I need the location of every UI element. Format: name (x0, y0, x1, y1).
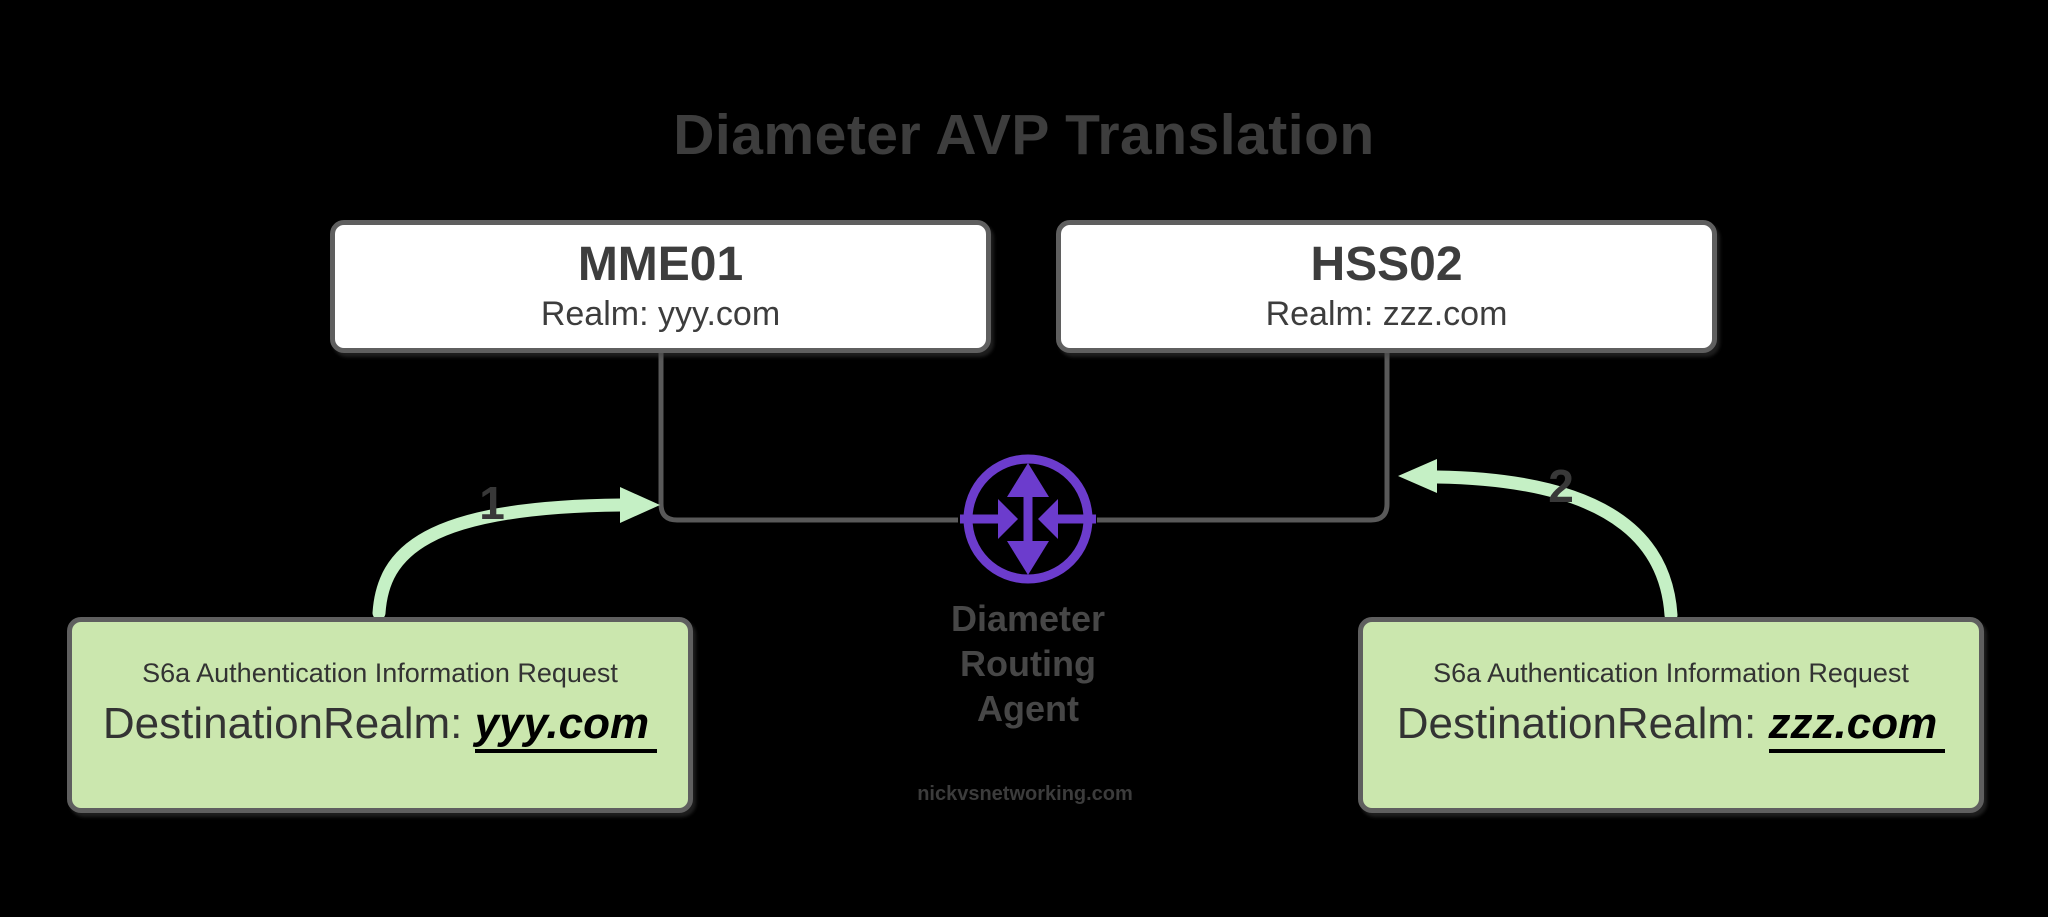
diagram-title: Diameter AVP Translation (673, 103, 1375, 167)
message-right-avp: DestinationRealm: zzz.com (1396, 698, 1946, 753)
node-hss02: HSS02 Realm: zzz.com (1056, 220, 1717, 353)
dra-label: Diameter Routing Agent (951, 596, 1105, 731)
message-right-title: S6a Authentication Information Request (1433, 658, 1909, 689)
flow-arrow-1-curve (372, 498, 628, 620)
node-hss02-name: HSS02 (1310, 238, 1463, 292)
node-hss02-realm: Realm: zzz.com (1265, 295, 1508, 334)
message-left-avp-value: yyy.com (474, 698, 658, 753)
message-right-avp-value: zzz.com (1768, 698, 1946, 753)
message-box-left: S6a Authentication Information Request D… (67, 617, 693, 813)
message-box-right: S6a Authentication Information Request D… (1358, 617, 1984, 813)
flow-arrow-2 (1398, 459, 1678, 622)
node-mme01: MME01 Realm: yyy.com (330, 220, 991, 353)
diameter-router-icon (960, 454, 1096, 584)
watermark: nickvsnetworking.com (917, 783, 1133, 805)
message-left-title: S6a Authentication Information Request (142, 658, 618, 689)
router-arrow-left-inward (1038, 499, 1058, 539)
flow-arrow-1-head (620, 487, 660, 523)
message-right-avp-prefix: DestinationRealm: (1396, 698, 1769, 748)
connector-hss02-to-dra (1097, 351, 1390, 523)
flow-arrow-2-head (1398, 459, 1437, 493)
message-left-avp-prefix: DestinationRealm: (102, 698, 475, 748)
message-left-avp: DestinationRealm: yyy.com (102, 698, 658, 753)
router-arrow-right-inward (998, 499, 1018, 539)
connector-mme01-to-dra (658, 351, 958, 523)
node-mme01-realm: Realm: yyy.com (540, 295, 781, 334)
flow-arrow-1 (372, 487, 660, 620)
dra-label-line-2: Routing (960, 643, 1096, 684)
node-mme01-name: MME01 (577, 238, 744, 292)
dra-label-line-1: Diameter (950, 598, 1106, 639)
flow-arrow-2-curve (1430, 470, 1678, 622)
router-arrow-up (1007, 463, 1049, 497)
step-label-2: 2 (1548, 460, 1574, 512)
step-label-1: 1 (479, 477, 505, 529)
dra-label-line-3: Agent (976, 688, 1079, 729)
router-arrow-down (1007, 541, 1049, 575)
